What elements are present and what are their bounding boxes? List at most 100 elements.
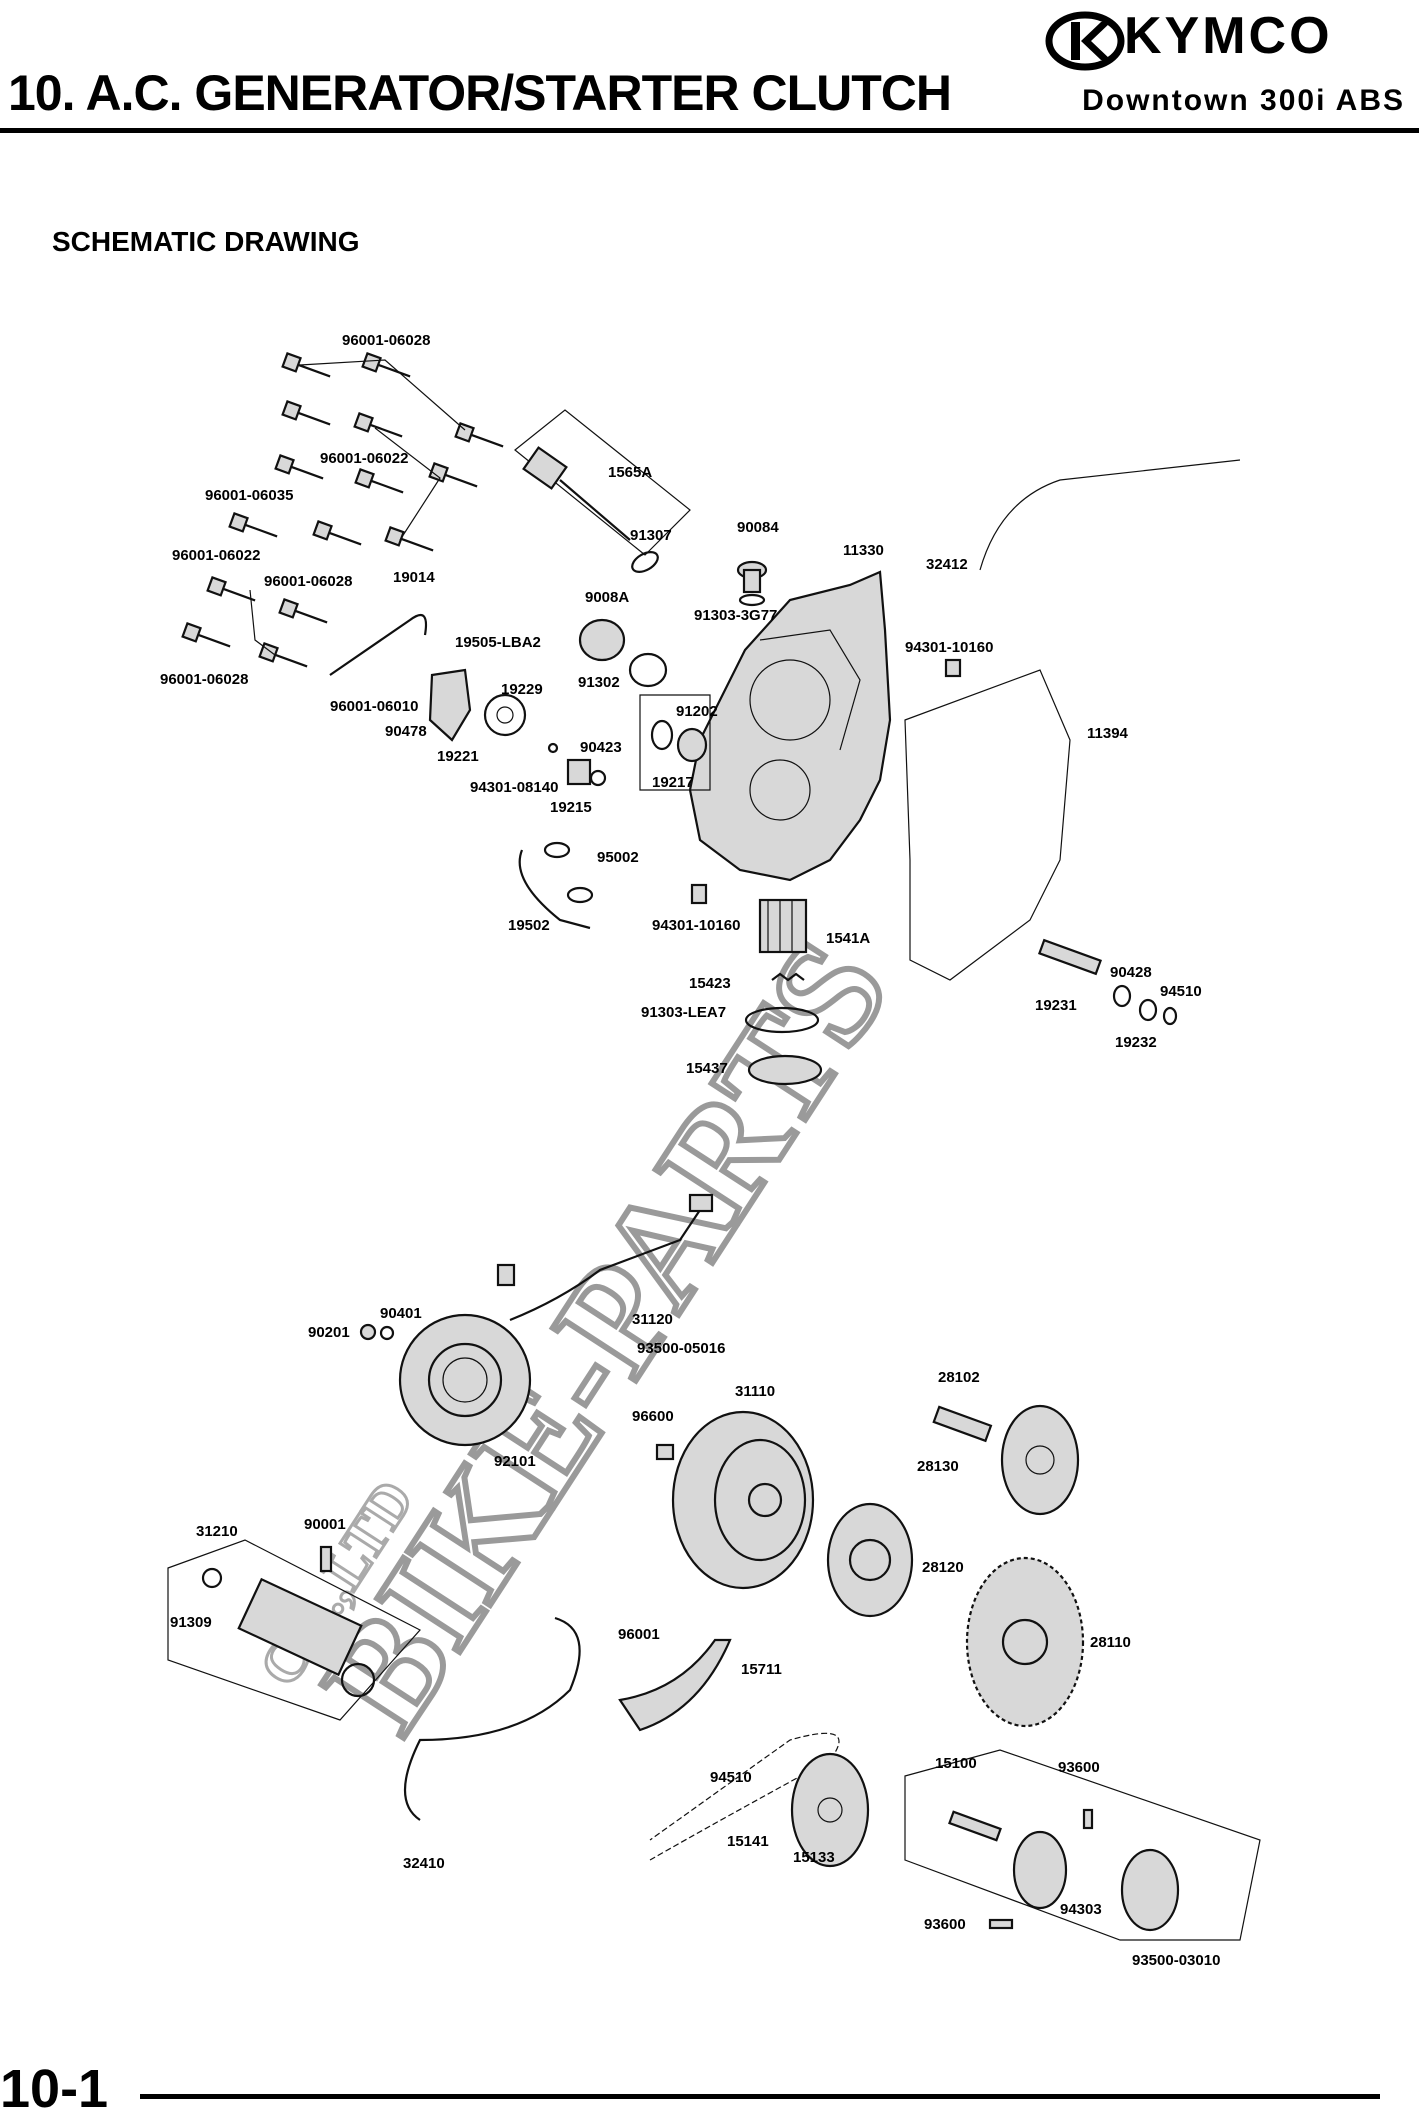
page-number: 10-1	[0, 2059, 109, 2119]
callout: 15423	[689, 975, 731, 992]
callout: 94301-08140	[470, 779, 558, 796]
callout: 90401	[380, 1305, 422, 1322]
callout: 92101	[494, 1453, 536, 1470]
callout: 94301-10160	[652, 917, 740, 934]
callout: 96001-06035	[205, 487, 293, 504]
washer	[379, 1325, 395, 1341]
footer-rule	[140, 2094, 1380, 2099]
callout: 19229	[501, 681, 543, 698]
callout: 15141	[727, 1833, 769, 1850]
chain-guide	[618, 1638, 732, 1732]
oil-filler-cap	[514, 409, 691, 573]
kymco-logo-icon	[1045, 11, 1125, 71]
callout: 91307	[630, 527, 672, 544]
callout: 31210	[196, 1523, 238, 1540]
cam-sprocket	[790, 1752, 870, 1868]
bolt-head	[359, 1323, 377, 1341]
woodruff-key	[655, 1443, 675, 1461]
starter-bolt	[319, 1545, 333, 1573]
flywheel	[671, 1410, 815, 1590]
stator-coil	[398, 1193, 714, 1447]
callout: 1541A	[826, 930, 870, 947]
callout: 19232	[1115, 1034, 1157, 1051]
callout: 91202	[676, 703, 718, 720]
oil-pump-assembly	[904, 1749, 1261, 1941]
starter-driven-gear	[965, 1556, 1085, 1728]
oil-plug	[736, 560, 768, 607]
callout: 15437	[686, 1060, 728, 1077]
coolant-hose	[518, 841, 594, 930]
starter-cable	[403, 1616, 581, 1821]
cap-and-oring	[578, 618, 668, 688]
shaft-and-washers	[1038, 938, 1178, 1026]
callout: 95002	[597, 849, 639, 866]
callout: 15711	[741, 1661, 782, 1678]
callout: 1565A	[608, 464, 652, 481]
callout: 19231	[1035, 997, 1077, 1014]
exploded-parts-diagram: BIKE-PARTS CO.,LTD	[160, 332, 1261, 1969]
callout: 90084	[737, 519, 779, 536]
callout: 19014	[393, 569, 435, 586]
callout: 31110	[735, 1383, 775, 1400]
callout: 93600	[924, 1916, 966, 1933]
oil-seal	[639, 694, 711, 791]
callout: 11394	[1087, 725, 1129, 742]
callout: 93500-03010	[1132, 1952, 1220, 1969]
callout: 96001-06022	[320, 450, 408, 467]
callout: 96001-06022	[172, 547, 260, 564]
callout: 15133	[793, 1849, 835, 1866]
idle-gear	[932, 1404, 1080, 1516]
callout: 93600	[1058, 1759, 1100, 1776]
callout: 90478	[385, 723, 427, 740]
callout: 96001-06028	[264, 573, 352, 590]
callout: 91302	[578, 674, 620, 691]
callout: 32412	[926, 556, 968, 573]
section-heading: SCHEMATIC DRAWING	[52, 226, 360, 257]
callout: 96600	[632, 1408, 674, 1425]
callout: 94303	[1060, 1901, 1102, 1918]
model-name: Downtown 300i ABS	[1082, 84, 1405, 117]
one-way-clutch	[826, 1502, 914, 1618]
chapter-title: 10. A.C. GENERATOR/STARTER CLUTCH	[8, 65, 952, 121]
pump-screw	[988, 1918, 1014, 1930]
watermark-text: BIKE-PARTS	[291, 912, 921, 1758]
callout: 19217	[652, 774, 694, 791]
callout-labels: 96001-06028 96001-06022 96001-06035 9600…	[160, 332, 1220, 1969]
callout: 19221	[437, 748, 479, 765]
pump-screw	[1082, 1808, 1094, 1830]
callout: 28120	[922, 1559, 964, 1576]
callout: 91303-3G77	[694, 607, 777, 624]
dowel-pin	[690, 883, 708, 905]
callout: 94301-10160	[905, 639, 993, 656]
sensor-cable	[979, 459, 1241, 571]
callout: 96001-06028	[160, 671, 248, 688]
watermark: BIKE-PARTS	[288, 909, 924, 1761]
callout: 94510	[710, 1769, 752, 1786]
dowel-pin	[944, 658, 962, 678]
callout: 28110	[1090, 1634, 1131, 1651]
callout: 90201	[308, 1324, 350, 1341]
callout: 96001-06028	[342, 332, 430, 349]
header-rule	[0, 128, 1419, 133]
callout: 32410	[403, 1855, 445, 1872]
water-pump-cover	[428, 668, 527, 742]
cover-gasket	[904, 669, 1071, 981]
brand-name: KYMCO	[1124, 7, 1333, 65]
callout: 11330	[843, 542, 884, 559]
oil-filter	[744, 898, 823, 1086]
callout: 9008A	[585, 589, 629, 606]
callout: 31120	[632, 1311, 673, 1328]
callout: 91303-LEA7	[641, 1004, 726, 1021]
callout: 28130	[917, 1458, 959, 1475]
callout: 94510	[1160, 983, 1202, 1000]
callout: 19215	[550, 799, 592, 816]
starter-motor	[167, 1539, 421, 1721]
callout: 93500-05016	[637, 1340, 725, 1357]
callout: 28102	[938, 1369, 980, 1386]
callout: 15100	[935, 1755, 977, 1772]
callout: 91309	[170, 1614, 212, 1631]
callout: 90428	[1110, 964, 1152, 981]
water-pipe	[329, 613, 428, 676]
callout: 90001	[304, 1516, 346, 1533]
crankcase-cover	[688, 570, 892, 882]
